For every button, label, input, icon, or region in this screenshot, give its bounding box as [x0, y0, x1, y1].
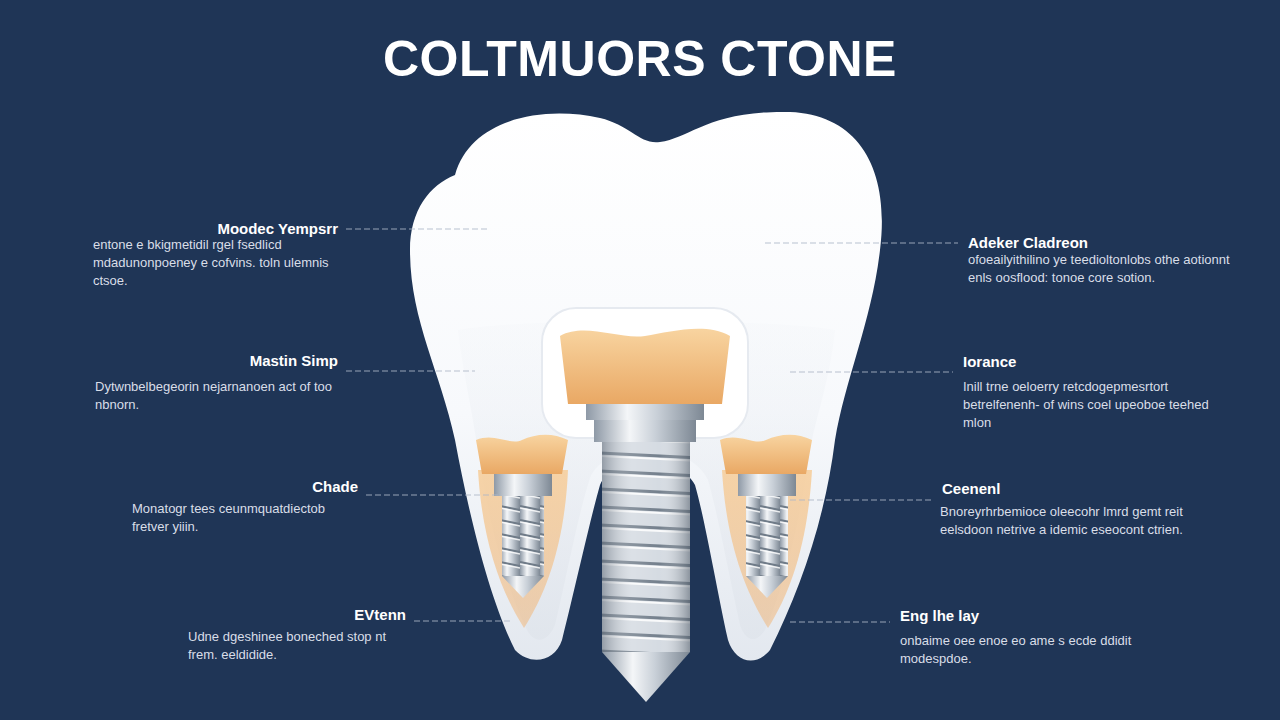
- root-sheath: [478, 470, 568, 628]
- callout-heading: EVtenn: [354, 606, 406, 624]
- implant-tip: [746, 576, 788, 598]
- implant-collar: [586, 404, 704, 420]
- callout-heading: Ceenenl: [942, 480, 1000, 498]
- callout-text: Udne dgeshinee boneched stop nt frem. ee…: [188, 628, 413, 664]
- implant-screw: [746, 496, 788, 576]
- callout-text: entone e bkigmetidil rgel fsedlicd mdadu…: [93, 236, 348, 290]
- abutment: [560, 329, 730, 404]
- implant-screw: [602, 442, 690, 652]
- callout-heading: Chade: [312, 478, 358, 496]
- callout-text: Bnoreyrhrbemioce oleecohr lmrd gemt reit…: [940, 503, 1195, 539]
- implant-crown: [476, 435, 568, 474]
- callout-heading: Eng lhe lay: [900, 607, 979, 625]
- leader-line: [346, 370, 475, 371]
- callout-heading: Adeker Cladreon: [968, 234, 1088, 252]
- socket-frame: [542, 308, 748, 438]
- implant-collar: [594, 420, 696, 442]
- implant-collar: [494, 474, 552, 496]
- implant-crown: [720, 435, 812, 474]
- callout-text: ofoeailyithilino ye teedioltonlobs othe …: [968, 251, 1230, 287]
- leader-line: [414, 620, 510, 621]
- leader-line: [346, 228, 490, 229]
- callout-heading: Mastin Simp: [250, 352, 338, 370]
- callout-text: Monatogr tees ceunmquatdiectob fretver y…: [132, 500, 360, 536]
- diagram-title: COLTMUORS CTONE: [0, 30, 1280, 88]
- leader-line: [790, 371, 953, 372]
- leader-line: [790, 621, 890, 622]
- callout-heading: Iorance: [963, 353, 1016, 371]
- root-sheath: [722, 470, 812, 628]
- callout-text: Inill trne oeloerry retcdogepmesrtort be…: [963, 378, 1230, 432]
- callout-heading: Moodec Yempsrr: [217, 220, 338, 238]
- implant-tip: [502, 576, 544, 598]
- tooth-outline: [410, 112, 882, 661]
- callout-text: Dytwnbelbegeorin nejarnanoen act of too …: [95, 378, 340, 414]
- callout-text: onbaime oee enoe eo ame s ecde ddidit mo…: [900, 632, 1150, 668]
- implant-screw: [502, 496, 544, 576]
- leader-line: [790, 499, 932, 500]
- implant-collar: [738, 474, 796, 496]
- leader-line: [765, 242, 958, 243]
- leader-line: [366, 494, 500, 495]
- implant-tip: [602, 652, 690, 702]
- screw-shading: [602, 442, 690, 652]
